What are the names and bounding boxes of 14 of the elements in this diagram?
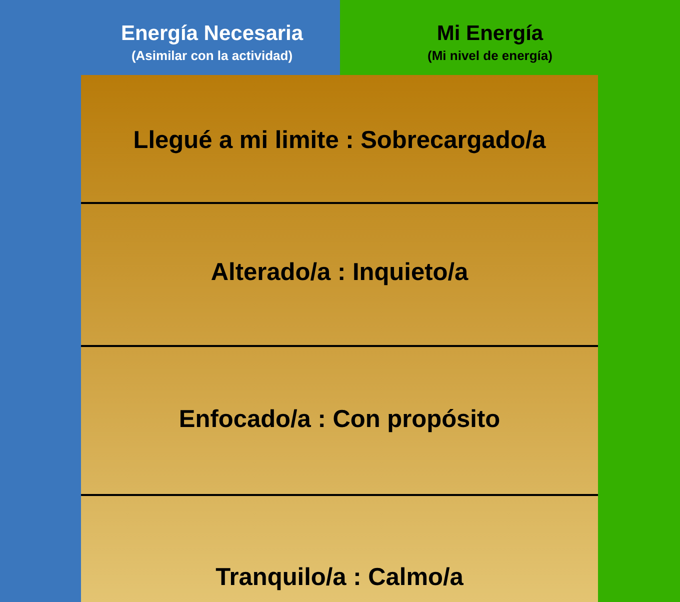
- energy-level-band: [81, 75, 598, 202]
- panel-title: Mi Energía: [436, 22, 544, 46]
- energy-level-band: [81, 345, 598, 494]
- panel-title: Energía Necesaria: [120, 22, 304, 46]
- energy-level-band: [81, 494, 598, 602]
- header-panel: [340, 0, 680, 75]
- header-panel: [0, 0, 340, 75]
- panel-subtitle: (Mi nivel de energía): [428, 49, 552, 64]
- level-label: Alterado/a : Inquieto/a: [210, 259, 468, 288]
- level-label: Tranquilo/a : Calmo/a: [216, 564, 464, 592]
- level-label: Enfocado/a : Con propósito: [178, 406, 500, 434]
- panel-subtitle: (Asimilar con la actividad): [131, 49, 293, 64]
- energy-level-band: [81, 202, 598, 345]
- level-label: Llegué a mi limite : Sobrecargado/a: [133, 127, 546, 156]
